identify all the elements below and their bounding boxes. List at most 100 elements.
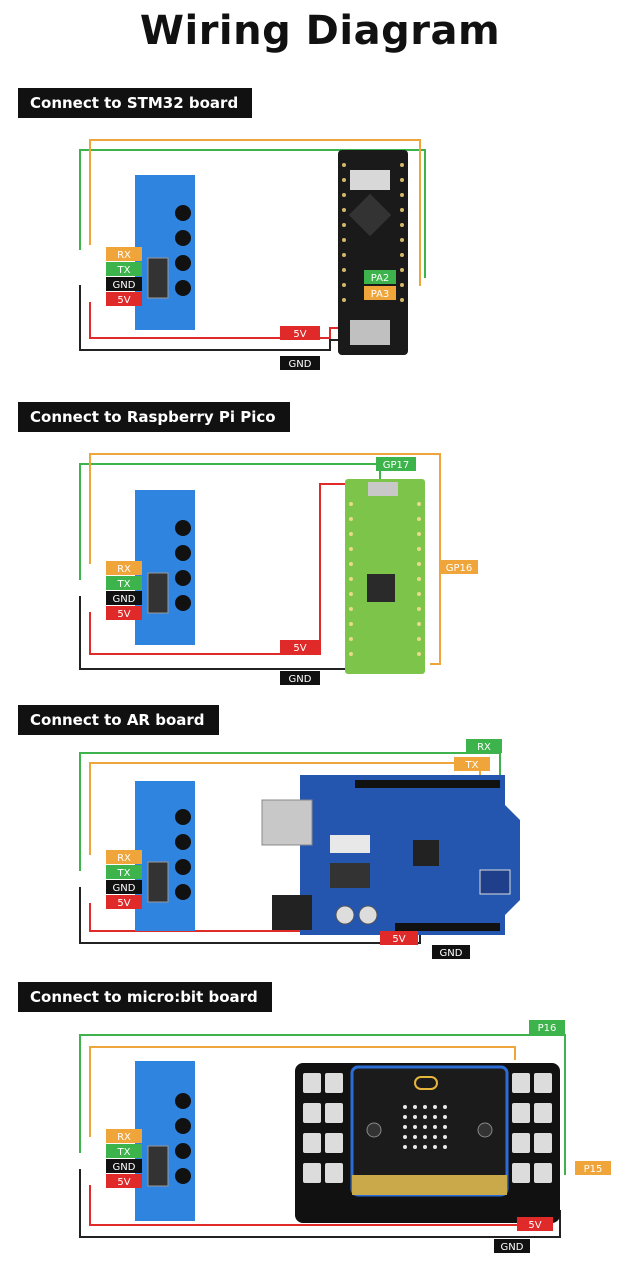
target-gp17-label: GP17: [383, 460, 410, 471]
target-pa2-label: PA2: [371, 273, 390, 284]
ar-chip: [413, 840, 439, 866]
microbit-left-connectors: [303, 1073, 343, 1183]
rx-wire: [89, 453, 441, 665]
module-hole-4: [175, 884, 191, 900]
power-wire: [89, 302, 350, 339]
pin-5v-badge: [106, 606, 142, 620]
module-hole-2: [175, 834, 191, 850]
target-gp17-badge: [376, 457, 416, 471]
pico-wiring-panel: RX TX GND 5V GP17 GP16 5V GND: [79, 453, 478, 685]
pico-pin-rows: [349, 502, 421, 656]
gnd-wire: [79, 1169, 561, 1238]
module-connector: [147, 861, 169, 903]
gnd-wire: [79, 285, 350, 351]
pin-rx-badge: [106, 561, 142, 575]
module-hole-3: [175, 255, 191, 271]
pin-tx-label: TX: [117, 868, 131, 879]
target-pa3-label: PA3: [371, 289, 390, 300]
target-gnd-badge: [494, 1239, 530, 1253]
pin-gnd-label: GND: [113, 883, 136, 894]
section-header-pico: Connect to Raspberry Pi Pico: [18, 402, 290, 432]
pin-gnd-label: GND: [113, 594, 136, 605]
target-5v-badge: [380, 931, 418, 945]
module-connector: [147, 257, 169, 299]
pin-gnd-label: GND: [113, 1162, 136, 1173]
target-pa2-badge: [364, 270, 396, 284]
target-gp16-badge: [440, 560, 478, 574]
pin-tx-badge: [106, 865, 142, 879]
target-5v-badge: [517, 1217, 553, 1231]
section-header-stm32: Connect to STM32 board: [18, 88, 253, 118]
microbit-button-b: [477, 1122, 493, 1138]
module-hole-2: [175, 545, 191, 561]
target-gp16-label: GP16: [446, 563, 473, 574]
pin-gnd-badge: [106, 1159, 142, 1173]
pin-5v-label: 5V: [117, 609, 130, 620]
pin-rx-label: RX: [117, 1132, 131, 1143]
ar-capacitor-2: [358, 905, 378, 925]
serial-module: [135, 175, 195, 330]
module-hole-3: [175, 859, 191, 875]
section-header-ar: Connect to AR board: [18, 705, 219, 735]
ar-digital-header: [355, 780, 500, 788]
gnd-wire: [79, 596, 350, 670]
pin-rx-label: RX: [117, 564, 131, 575]
target-5v-label: 5V: [293, 643, 306, 654]
pin-rx-badge: [106, 247, 142, 261]
tx-wire: [79, 1034, 566, 1175]
pin-tx-badge: [106, 576, 142, 590]
microbit-edge-connector: [352, 1175, 507, 1195]
target-rx-label: RX: [477, 742, 491, 753]
tx-wire: [79, 149, 426, 278]
microbit-right-connectors: [512, 1073, 552, 1183]
tx-wire: [79, 752, 501, 871]
target-pa3-badge: [364, 286, 396, 300]
module-hole-3: [175, 570, 191, 586]
ar-capacitor-1: [335, 905, 355, 925]
pin-5v-label: 5V: [117, 295, 130, 306]
pin-5v-label: 5V: [117, 898, 130, 909]
target-gnd-label: GND: [289, 359, 312, 370]
target-5v-badge: [280, 326, 320, 340]
rx-wire: [89, 1046, 516, 1137]
pin-5v-badge: [106, 895, 142, 909]
module-hole-2: [175, 230, 191, 246]
module-hole-4: [175, 595, 191, 611]
pin-5v-label: 5V: [117, 1177, 130, 1188]
module-hole-1: [175, 1093, 191, 1109]
serial-module: [135, 1061, 195, 1221]
module-hole-1: [175, 809, 191, 825]
stm32-board: [338, 150, 408, 355]
pin-gnd-badge: [106, 591, 142, 605]
target-tx-label: TX: [465, 760, 479, 771]
pin-gnd-badge: [106, 880, 142, 894]
ar-power-jack: [272, 895, 312, 930]
pin-rx-badge: [106, 850, 142, 864]
pin-tx-badge: [106, 1144, 142, 1158]
microbit-wiring-panel: RX TX GND 5V P16 P15 5V GND: [79, 1020, 611, 1253]
microbit-logo: [414, 1076, 438, 1090]
target-p15-badge: [575, 1161, 611, 1175]
target-5v-label: 5V: [528, 1220, 541, 1231]
tx-wire: [79, 463, 381, 580]
serial-module: [135, 781, 195, 931]
stm32-connector: [350, 170, 390, 190]
pin-gnd-badge: [106, 277, 142, 291]
section-header-microbit: Connect to micro:bit board: [18, 982, 272, 1012]
target-gnd-label: GND: [289, 674, 312, 685]
module-hole-3: [175, 1143, 191, 1159]
pico-usb: [368, 482, 398, 496]
module-connector: [147, 572, 169, 614]
pin-tx-label: TX: [117, 579, 131, 590]
microbit-button-a: [366, 1122, 382, 1138]
target-gnd-badge: [280, 671, 320, 685]
target-p16-badge: [529, 1020, 565, 1034]
pin-5v-badge: [106, 1174, 142, 1188]
module-hole-4: [175, 1168, 191, 1184]
target-p15-label: P15: [584, 1164, 603, 1175]
pin-rx-badge: [106, 1129, 142, 1143]
target-gnd-label: GND: [440, 948, 463, 959]
target-p16-label: P16: [538, 1023, 557, 1034]
rx-wire: [89, 139, 421, 286]
target-gnd-badge: [432, 945, 470, 959]
